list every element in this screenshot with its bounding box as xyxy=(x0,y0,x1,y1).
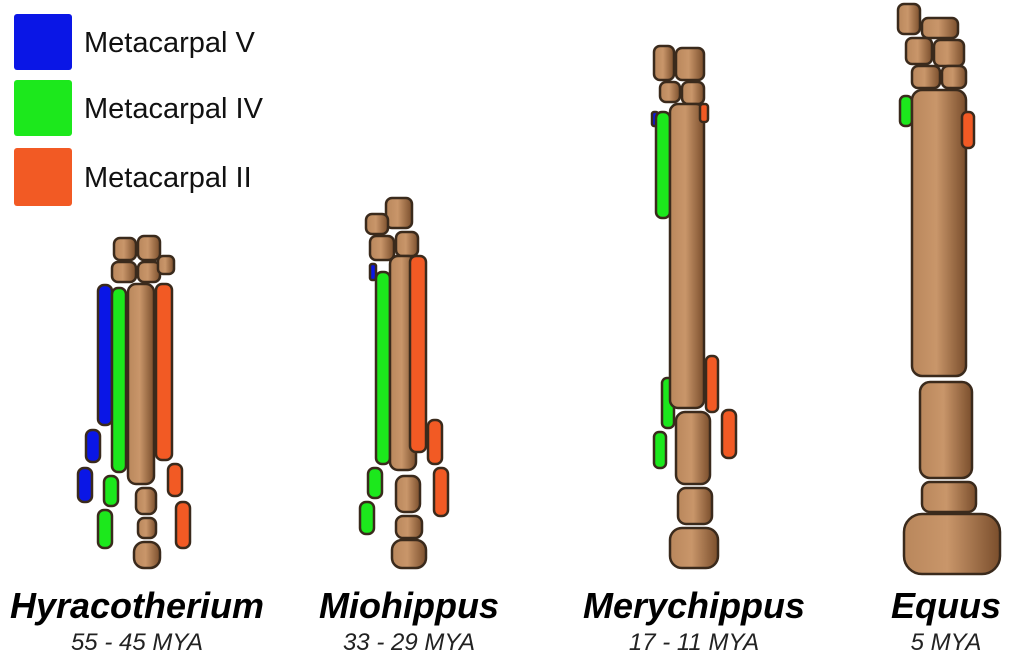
metacarpal-ii-phalanx xyxy=(174,500,192,550)
genus-age: 17 - 11 MYA xyxy=(629,629,759,656)
legend-item-metacarpal-ii: Metacarpal II xyxy=(14,148,252,206)
metacarpal-v-phalanx xyxy=(76,466,94,504)
legend-label-metacarpal-v: Metacarpal V xyxy=(84,27,256,59)
metacarpal-iii-bone xyxy=(668,102,706,410)
metacarpal-ii-phalanx xyxy=(720,408,738,460)
legend: Metacarpal V Metacarpal IV Metacarpal II xyxy=(14,14,264,206)
hoof-bone xyxy=(902,512,1002,576)
legend-swatch-metacarpal-v xyxy=(14,14,72,70)
metacarpal-ii-bone xyxy=(960,110,976,150)
legend-item-metacarpal-iv: Metacarpal IV xyxy=(14,80,264,136)
metacarpal-ii-phalanx xyxy=(704,354,720,414)
metacarpal-ii-phalanx xyxy=(432,466,450,518)
metacarpal-v-bone xyxy=(368,262,378,282)
phalanx xyxy=(676,486,714,526)
metacarpal-iii-bone xyxy=(910,88,968,378)
metacarpal-ii-phalanx xyxy=(166,462,184,498)
genus-name: Equus xyxy=(891,585,1001,626)
legend-item-metacarpal-v: Metacarpal V xyxy=(14,14,256,70)
phalanx xyxy=(136,516,158,540)
genus-name: Merychippus xyxy=(583,585,805,626)
metacarpal-iv-phalanx xyxy=(96,508,114,550)
metacarpal-v-bone xyxy=(96,283,114,427)
carpal-bones xyxy=(110,234,176,284)
carpal-bones xyxy=(896,2,968,90)
metacarpal-iii-bone xyxy=(126,282,156,486)
specimen-equus: Equus 5 MYA xyxy=(891,2,1002,656)
phalanx xyxy=(918,380,974,480)
genus-age: 5 MYA xyxy=(911,629,982,656)
legend-label-metacarpal-ii: Metacarpal II xyxy=(84,162,252,194)
metacarpal-ii-phalanx xyxy=(426,418,444,466)
hoof-bone xyxy=(390,538,428,570)
genus-name: Miohippus xyxy=(319,585,499,626)
metacarpal-iv-phalanx xyxy=(102,474,120,508)
metacarpal-iv-phalanx xyxy=(366,466,384,500)
metacarpal-iv-bone xyxy=(898,94,914,128)
metacarpal-ii-bone xyxy=(408,254,428,454)
metacarpal-iv-phalanx xyxy=(652,430,668,470)
genus-age: 55 - 45 MYA xyxy=(71,629,203,656)
phalanx xyxy=(394,474,422,514)
genus-age: 33 - 29 MYA xyxy=(343,629,475,656)
hoof-bone xyxy=(132,540,162,570)
legend-swatch-metacarpal-ii xyxy=(14,148,72,206)
specimen-miohippus: Miohippus 33 - 29 MYA xyxy=(319,196,499,656)
metacarpal-iv-bone xyxy=(654,110,672,220)
specimen-hyracotherium: Hyracotherium 55 - 45 MYA xyxy=(10,234,264,656)
phalanx xyxy=(394,514,424,540)
phalanx xyxy=(134,486,158,516)
carpal-bones xyxy=(652,44,706,106)
metacarpal-v-phalanx xyxy=(84,428,102,464)
metacarpal-ii-bone xyxy=(698,102,710,124)
carpal-bones xyxy=(364,196,420,262)
metacarpal-iv-phalanx xyxy=(358,500,376,536)
hoof-bone xyxy=(668,526,720,570)
legend-label-metacarpal-iv: Metacarpal IV xyxy=(84,93,264,125)
specimen-merychippus: Merychippus 17 - 11 MYA xyxy=(583,44,805,656)
phalanx xyxy=(920,480,978,514)
metacarpal-iv-bone xyxy=(374,270,392,466)
metacarpal-ii-bone xyxy=(154,282,174,462)
metacarpal-iv-bone xyxy=(110,286,128,474)
genus-name: Hyracotherium xyxy=(10,585,264,626)
legend-swatch-metacarpal-iv xyxy=(14,80,72,136)
phalanx xyxy=(674,410,712,486)
